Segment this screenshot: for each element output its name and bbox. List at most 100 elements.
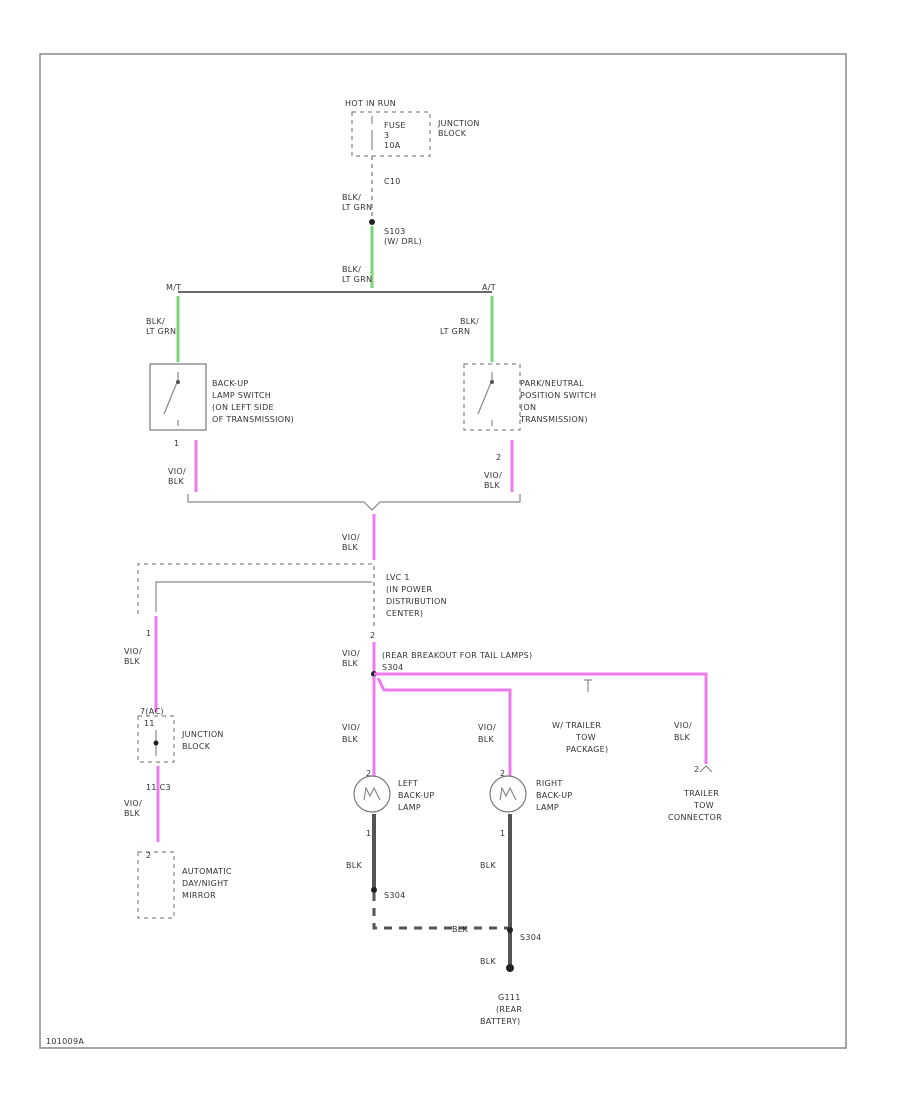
blk-right-label: BLK (480, 861, 497, 870)
vio-right-lamp-color-1: VIO/ (478, 723, 496, 732)
pn-switch-label-1: PARK/NEUTRAL (520, 379, 584, 388)
right-lamp-label-1: RIGHT (536, 779, 563, 788)
backup-switch-label-2: LAMP SWITCH (212, 391, 271, 400)
ground-g111-dot (506, 964, 514, 972)
wire1-color-1: BLK/ (342, 193, 361, 202)
wire-right-color-2: LT GRN (440, 327, 470, 336)
right-backup-lamp-bulb (489, 775, 527, 813)
wire1-color-2: LT GRN (342, 203, 372, 212)
merge-bracket (187, 494, 521, 511)
trailer-connector-symbol (699, 765, 713, 773)
vio-left-lamp-color-2: BLK (342, 735, 359, 744)
trailer-package-label-1: W/ TRAILER (552, 721, 601, 730)
pdc-pin-left-label: 1 (146, 629, 151, 638)
left-lamp-filament (363, 786, 381, 801)
pink-wire-to-right-lamp (376, 677, 512, 776)
trailer-package-label-2: TOW (575, 733, 596, 742)
blk-mid-label: BLK (452, 925, 469, 934)
junction-block-lower (137, 715, 175, 763)
s304-right-label: S304 (520, 933, 542, 942)
ground-label-3: BATTERY) (480, 1017, 520, 1026)
hot-in-run-label: HOT IN RUN (345, 99, 396, 108)
ground-label-2: (REAR (496, 1005, 522, 1014)
junction-block-top-label-2: BLOCK (438, 129, 467, 138)
splice-s103-label-2: (W/ DRL) (384, 237, 422, 246)
left-lamp-label-3: LAMP (398, 803, 421, 812)
right-lamp-label-3: LAMP (536, 803, 559, 812)
vio-center-color-1: VIO/ (342, 533, 360, 542)
pn-switch-contact (490, 380, 494, 384)
wire2-color-2: LT GRN (342, 275, 372, 284)
pn-switch-label-3: (ON (520, 403, 536, 412)
sensor-pin-label: 2 (146, 851, 151, 860)
pdc-label-3: DISTRIBUTION (386, 597, 447, 606)
left-lamp-label-2: BACK-UP (398, 791, 434, 800)
vio-pdc-out-color-2: BLK (342, 659, 359, 668)
pdc-inner-wire (155, 581, 372, 612)
vio-jb-in-color-1: VIO/ (124, 647, 142, 656)
wire2-color-1: BLK/ (342, 265, 361, 274)
pdc-label-4: CENTER) (386, 609, 423, 618)
ground-label-1: G111 (498, 993, 521, 1002)
vio-left-color-1: VIO/ (168, 467, 186, 476)
left-backup-lamp-bulb (353, 775, 391, 813)
vio-right-lamp-color-2: BLK (478, 735, 495, 744)
vio-trailer-color-2: BLK (674, 733, 691, 742)
vio-right-color-2: BLK (484, 481, 501, 490)
trailer-label-3: CONNECTOR (668, 813, 722, 822)
right-lamp-label-2: BACK-UP (536, 791, 572, 800)
vio-center-color-2: BLK (342, 543, 359, 552)
wire-right-color-1: BLK/ (460, 317, 479, 326)
breakout-label-2: S304 (382, 663, 404, 672)
trailer-package-label-3: PACKAGE) (566, 745, 608, 754)
diagram-frame (39, 53, 847, 1049)
splice-s304-left-dot (371, 887, 377, 893)
pdc-dashed-outline (137, 563, 372, 614)
backup-switch-label-1: BACK-UP (212, 379, 248, 388)
left-lamp-pin-bottom: 1 (366, 829, 371, 838)
fuse-label: FUSE (384, 121, 406, 130)
trailer-label-2: TOW (693, 801, 714, 810)
vio-jb-in-color-2: BLK (124, 657, 141, 666)
pdc-pin-label: 2 (370, 631, 375, 640)
vio-sensor-color-1: VIO/ (124, 799, 142, 808)
backup-switch-label-4: OF TRANSMISSION) (212, 415, 294, 424)
pin-left-label: 1 (174, 439, 179, 448)
jb-internal-dot (153, 740, 159, 746)
connector-c10-label: C10 (384, 177, 401, 186)
pink-wire-to-trailer (374, 672, 708, 764)
left-lamp-label-1: LEFT (398, 779, 418, 788)
s304-left-label: S304 (384, 891, 406, 900)
pin-right-label: 2 (496, 453, 501, 462)
auto-day-night-mirror-box (137, 851, 175, 919)
sensor-label-1: AUTOMATIC (182, 867, 232, 876)
breakout-label-1: (REAR BREAKOUT FOR TAIL LAMPS) (382, 651, 532, 660)
jb-label-2: BLOCK (182, 742, 211, 751)
splice-s103-label-1: S103 (384, 227, 406, 236)
sensor-label-2: DAY/NIGHT (182, 879, 229, 888)
pdc-label-1: LVC 1 (386, 573, 410, 582)
jb-conn-label: 7(AC) (140, 707, 164, 716)
fuse-number: 3 (384, 131, 389, 140)
vio-sensor-color-2: BLK (124, 809, 141, 818)
wire-left-color-1: BLK/ (146, 317, 165, 326)
wire-left-color-2: LT GRN (146, 327, 176, 336)
junction-block-top (351, 111, 431, 157)
splice-s103-dot (369, 219, 375, 225)
blk-left-label: BLK (346, 861, 363, 870)
vio-pdc-out-color-1: VIO/ (342, 649, 360, 658)
trailer-label-1: TRAILER (683, 789, 719, 798)
right-lamp-pin-top: 2 (500, 769, 505, 778)
right-lamp-pin-bottom: 1 (500, 829, 505, 838)
vio-trailer-color-1: VIO/ (674, 721, 692, 730)
jb-pin-label: 11 (144, 719, 155, 728)
footer-figure-code: 101009A (46, 1037, 84, 1046)
branch-mt-label: M/T (166, 283, 181, 292)
pn-switch-label-2: POSITION SWITCH (520, 391, 597, 400)
park-neutral-switch-box (463, 363, 521, 431)
vio-left-color-2: BLK (168, 477, 185, 486)
blk-ground-label: BLK (480, 957, 497, 966)
right-lamp-filament (499, 786, 517, 801)
backup-switch-contact (176, 380, 180, 384)
